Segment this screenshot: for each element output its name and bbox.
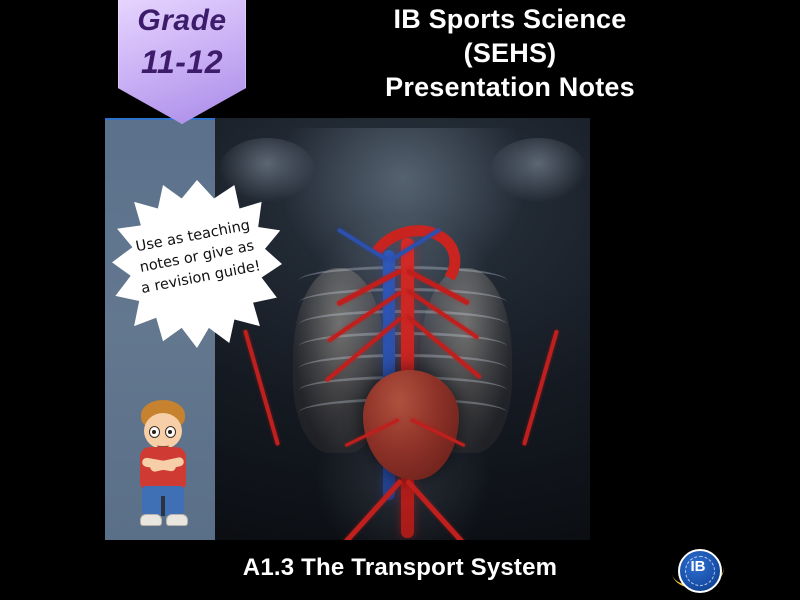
subtitle: A1.3 The Transport System xyxy=(242,554,558,581)
cover-image: Use as teaching notes or give as a revis… xyxy=(0,114,800,600)
shoulder-right xyxy=(490,138,586,202)
title-line-1: IB Sports Science xyxy=(393,4,627,34)
mascot-leg-gap xyxy=(161,496,165,516)
title-line-2: (SEHS) xyxy=(463,38,557,68)
title-line-3: Presentation Notes xyxy=(385,72,635,102)
mascot-pupil-right xyxy=(168,430,172,434)
mascot-shoe-left xyxy=(140,514,162,526)
footer-band: A1.3 The Transport System xyxy=(0,540,800,600)
page-title: IB Sports Science (SEHS) Presentation No… xyxy=(250,2,770,104)
anatomy-illustration xyxy=(215,118,590,540)
ib-logo-icon: IB xyxy=(669,545,727,595)
grade-badge-line-2: 11-12 xyxy=(141,44,223,80)
mascot-shoe-right xyxy=(166,514,188,526)
heart xyxy=(363,370,459,480)
grade-badge-line-1: Grade xyxy=(137,4,227,37)
header-band: IB Sports Science (SEHS) Presentation No… xyxy=(0,0,800,124)
ib-logo-ring xyxy=(678,549,722,593)
grade-badge: Grade 11-12 xyxy=(118,0,246,124)
left-letterbox xyxy=(0,236,105,600)
right-letterbox xyxy=(590,236,800,600)
cartoon-student-icon xyxy=(128,400,198,530)
mascot-pupil-left xyxy=(152,430,156,434)
ib-logo-text: IB xyxy=(690,558,706,575)
speech-burst-icon xyxy=(112,180,282,348)
